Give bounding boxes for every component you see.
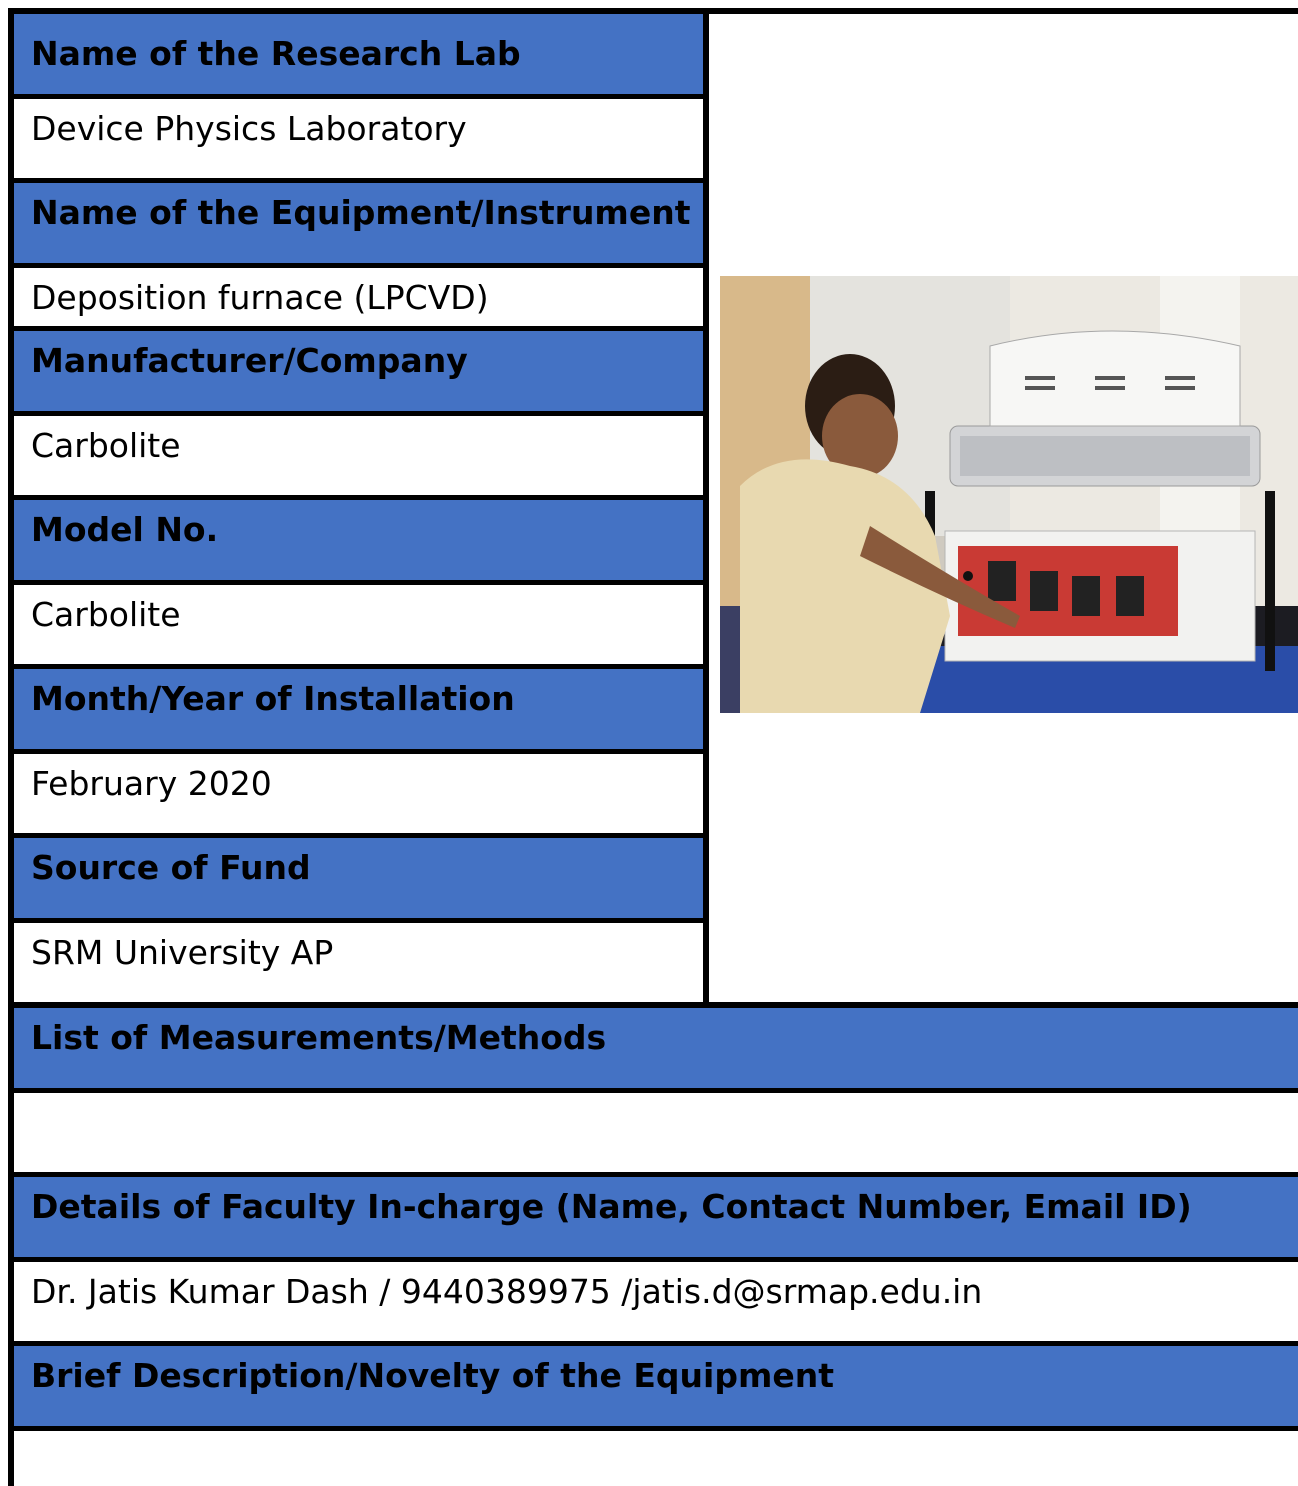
- installation-date-value: February 2020: [31, 764, 272, 803]
- fund-source-value: SRM University AP: [31, 933, 334, 972]
- row-divider: [8, 263, 703, 268]
- table-border: [8, 8, 1298, 14]
- row-divider: [8, 326, 703, 331]
- equipment-photo: [720, 276, 1298, 713]
- research-lab-value: Device Physics Laboratory: [31, 109, 467, 148]
- row-divider: [8, 833, 703, 838]
- row-divider: [8, 1172, 1298, 1177]
- row-divider: [8, 664, 703, 669]
- row-divider: [8, 918, 703, 923]
- manufacturer-value: Carbolite: [31, 426, 181, 465]
- row-divider: [8, 1257, 1298, 1262]
- row-divider: [8, 94, 703, 99]
- faculty-label: Details of Faculty In-charge (Name, Cont…: [14, 1177, 1298, 1257]
- measurements-value: [14, 1093, 1298, 1172]
- row-divider: [8, 1341, 1298, 1346]
- row-divider: [8, 580, 703, 585]
- row-divider: [8, 1088, 1298, 1093]
- table-border: [703, 8, 709, 1006]
- model-no-value: Carbolite: [31, 595, 181, 634]
- row-divider: [8, 411, 703, 416]
- model-no-label: Model No.: [14, 500, 703, 580]
- faculty-value: Dr. Jatis Kumar Dash / 9440389975 /jatis…: [31, 1272, 983, 1311]
- row-divider: [8, 495, 703, 500]
- table-border: [8, 8, 14, 1486]
- description-label: Brief Description/Novelty of the Equipme…: [14, 1346, 1298, 1426]
- row-divider: [8, 749, 703, 754]
- description-value: [14, 1431, 1298, 1486]
- row-divider: [8, 178, 703, 183]
- row-divider: [8, 1002, 1298, 1008]
- equipment-name-label: Name of the Equipment/Instrument: [14, 183, 703, 263]
- manufacturer-label: Manufacturer/Company: [14, 331, 703, 411]
- row-divider: [8, 1426, 1298, 1431]
- fund-source-label: Source of Fund: [14, 838, 703, 918]
- equipment-name-value: Deposition furnace (LPCVD): [31, 278, 489, 317]
- installation-date-label: Month/Year of Installation: [14, 669, 703, 749]
- research-lab-label: Name of the Research Lab: [14, 14, 703, 94]
- measurements-label: List of Measurements/Methods: [14, 1008, 1298, 1088]
